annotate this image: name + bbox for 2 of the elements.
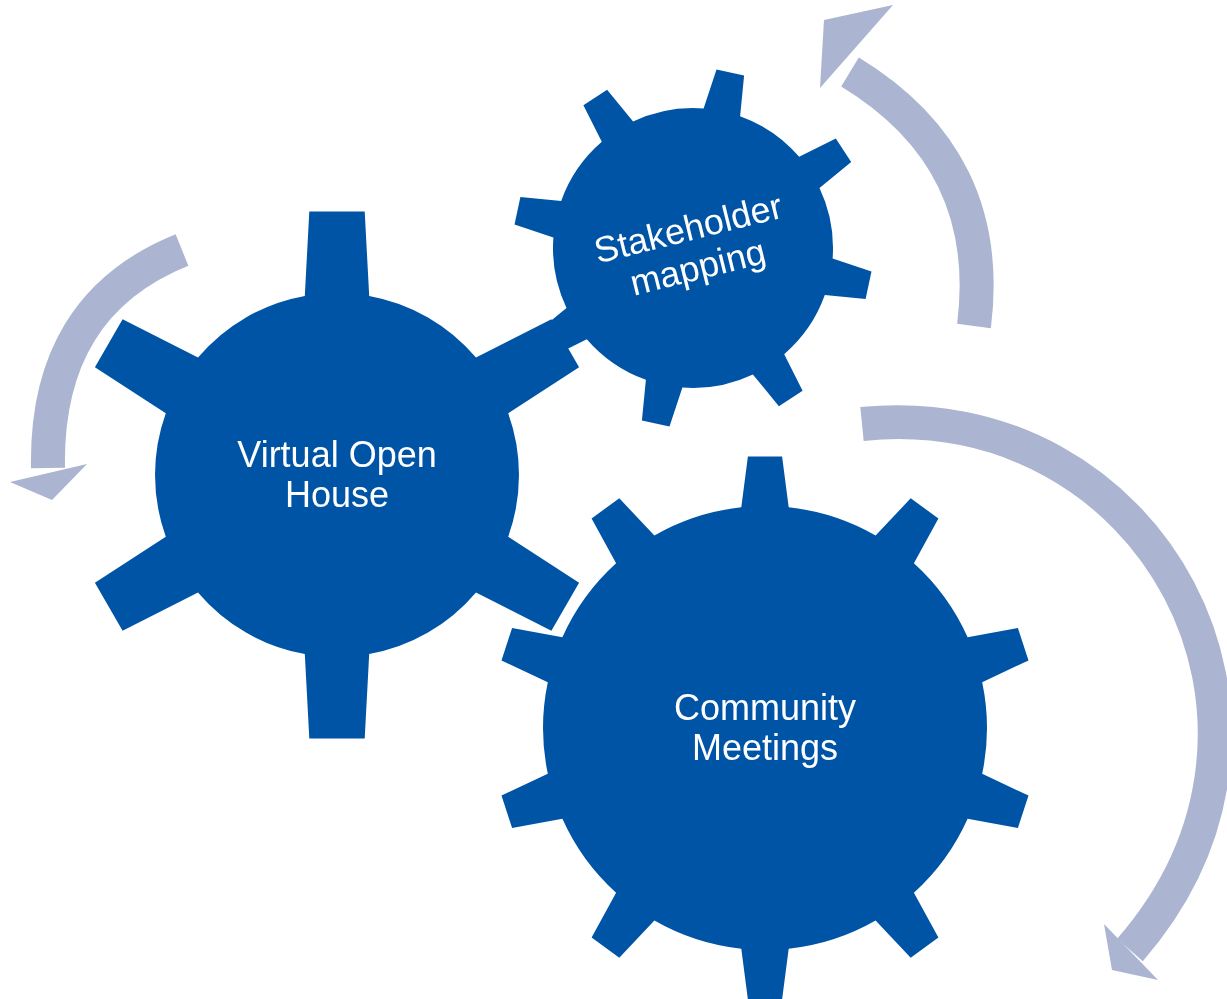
gear-label: Community Meetings bbox=[672, 688, 857, 768]
gear-label: Virtual Open House bbox=[236, 435, 438, 515]
